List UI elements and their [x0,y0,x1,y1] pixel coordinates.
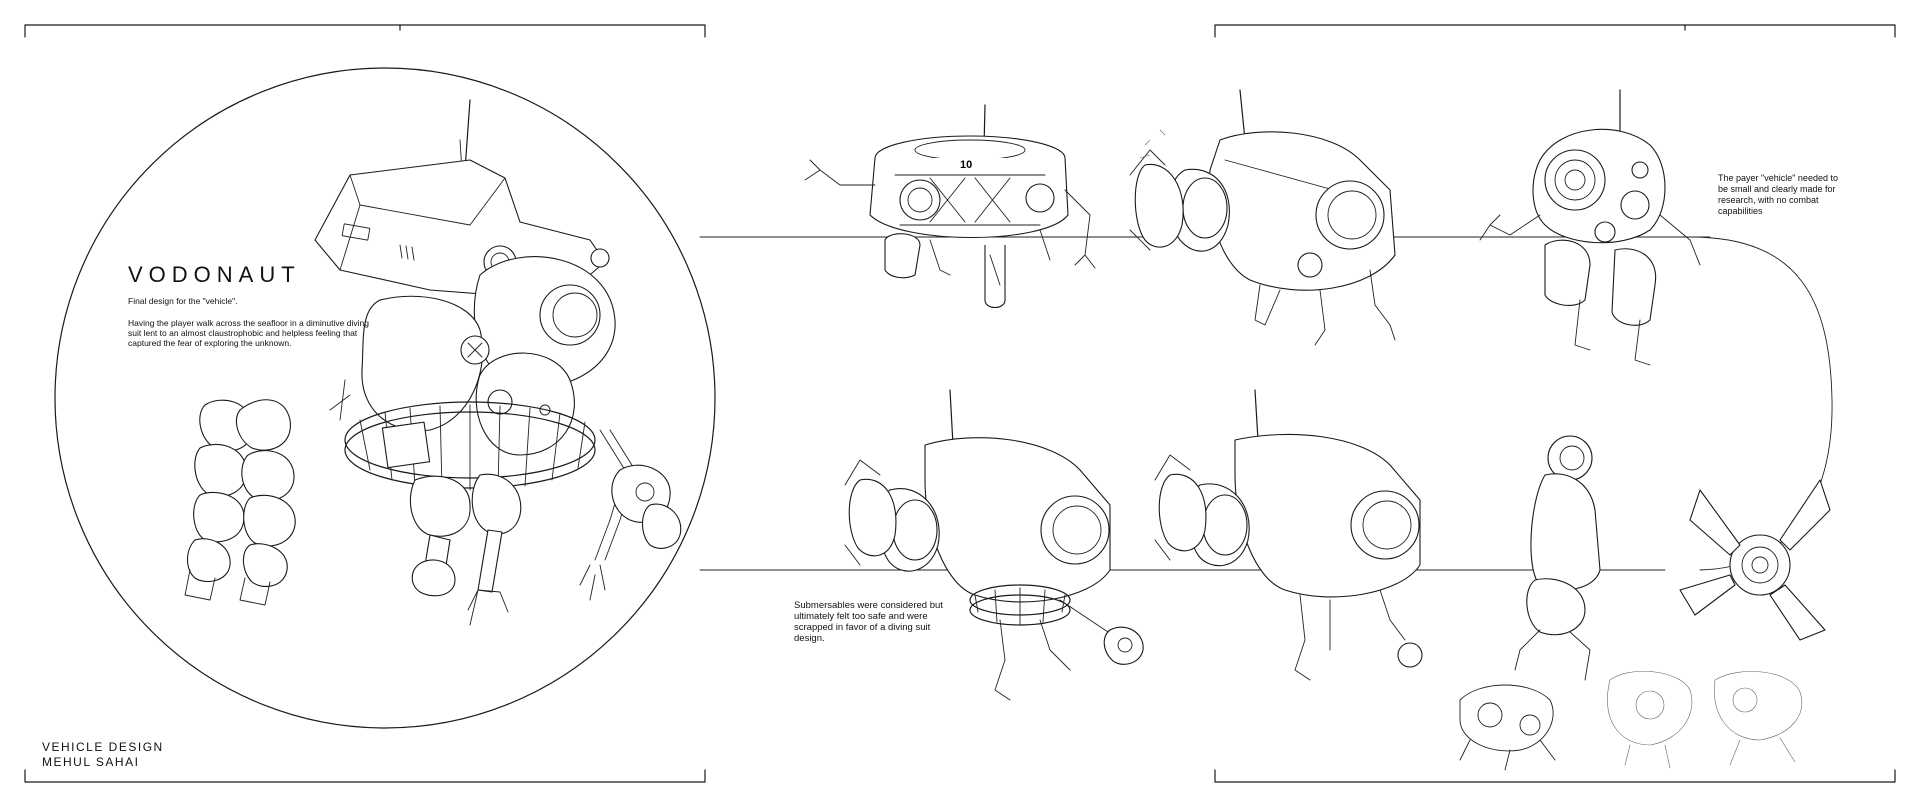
payer-vehicle-note: The payer "vehicle" needed to be small a… [1718,173,1838,216]
exploded-legs-sketch [184,399,296,606]
round-vehicle-sketch [1479,89,1701,366]
footer-author: MEHUL SAHAI [42,755,140,769]
thruster-pod-sketch [1679,479,1831,641]
vodonaut-description: Having the player walk across the seaflo… [128,318,369,348]
walker-side-sketch [1514,435,1601,681]
submersible-side-sketch [1129,89,1396,346]
hull-number-label: 10 [960,159,972,171]
submersible-lower-sketch [1154,389,1423,681]
page-title: VODONAUT [128,262,301,287]
vodonaut-main-sketch [314,99,682,626]
frame-brackets [24,24,1896,783]
submersible-top-sketch: 10 [804,104,1096,309]
footer-vehicle-design: VEHICLE DESIGN [42,740,164,754]
vodonaut-circle [54,67,716,729]
submersible-ring-sketch [844,389,1144,701]
submersibles-note: Submersables were considered but ultimat… [794,600,943,644]
final-design-caption: Final design for the "vehicle". [128,296,238,306]
thumbnail-sketches [1459,670,1803,771]
